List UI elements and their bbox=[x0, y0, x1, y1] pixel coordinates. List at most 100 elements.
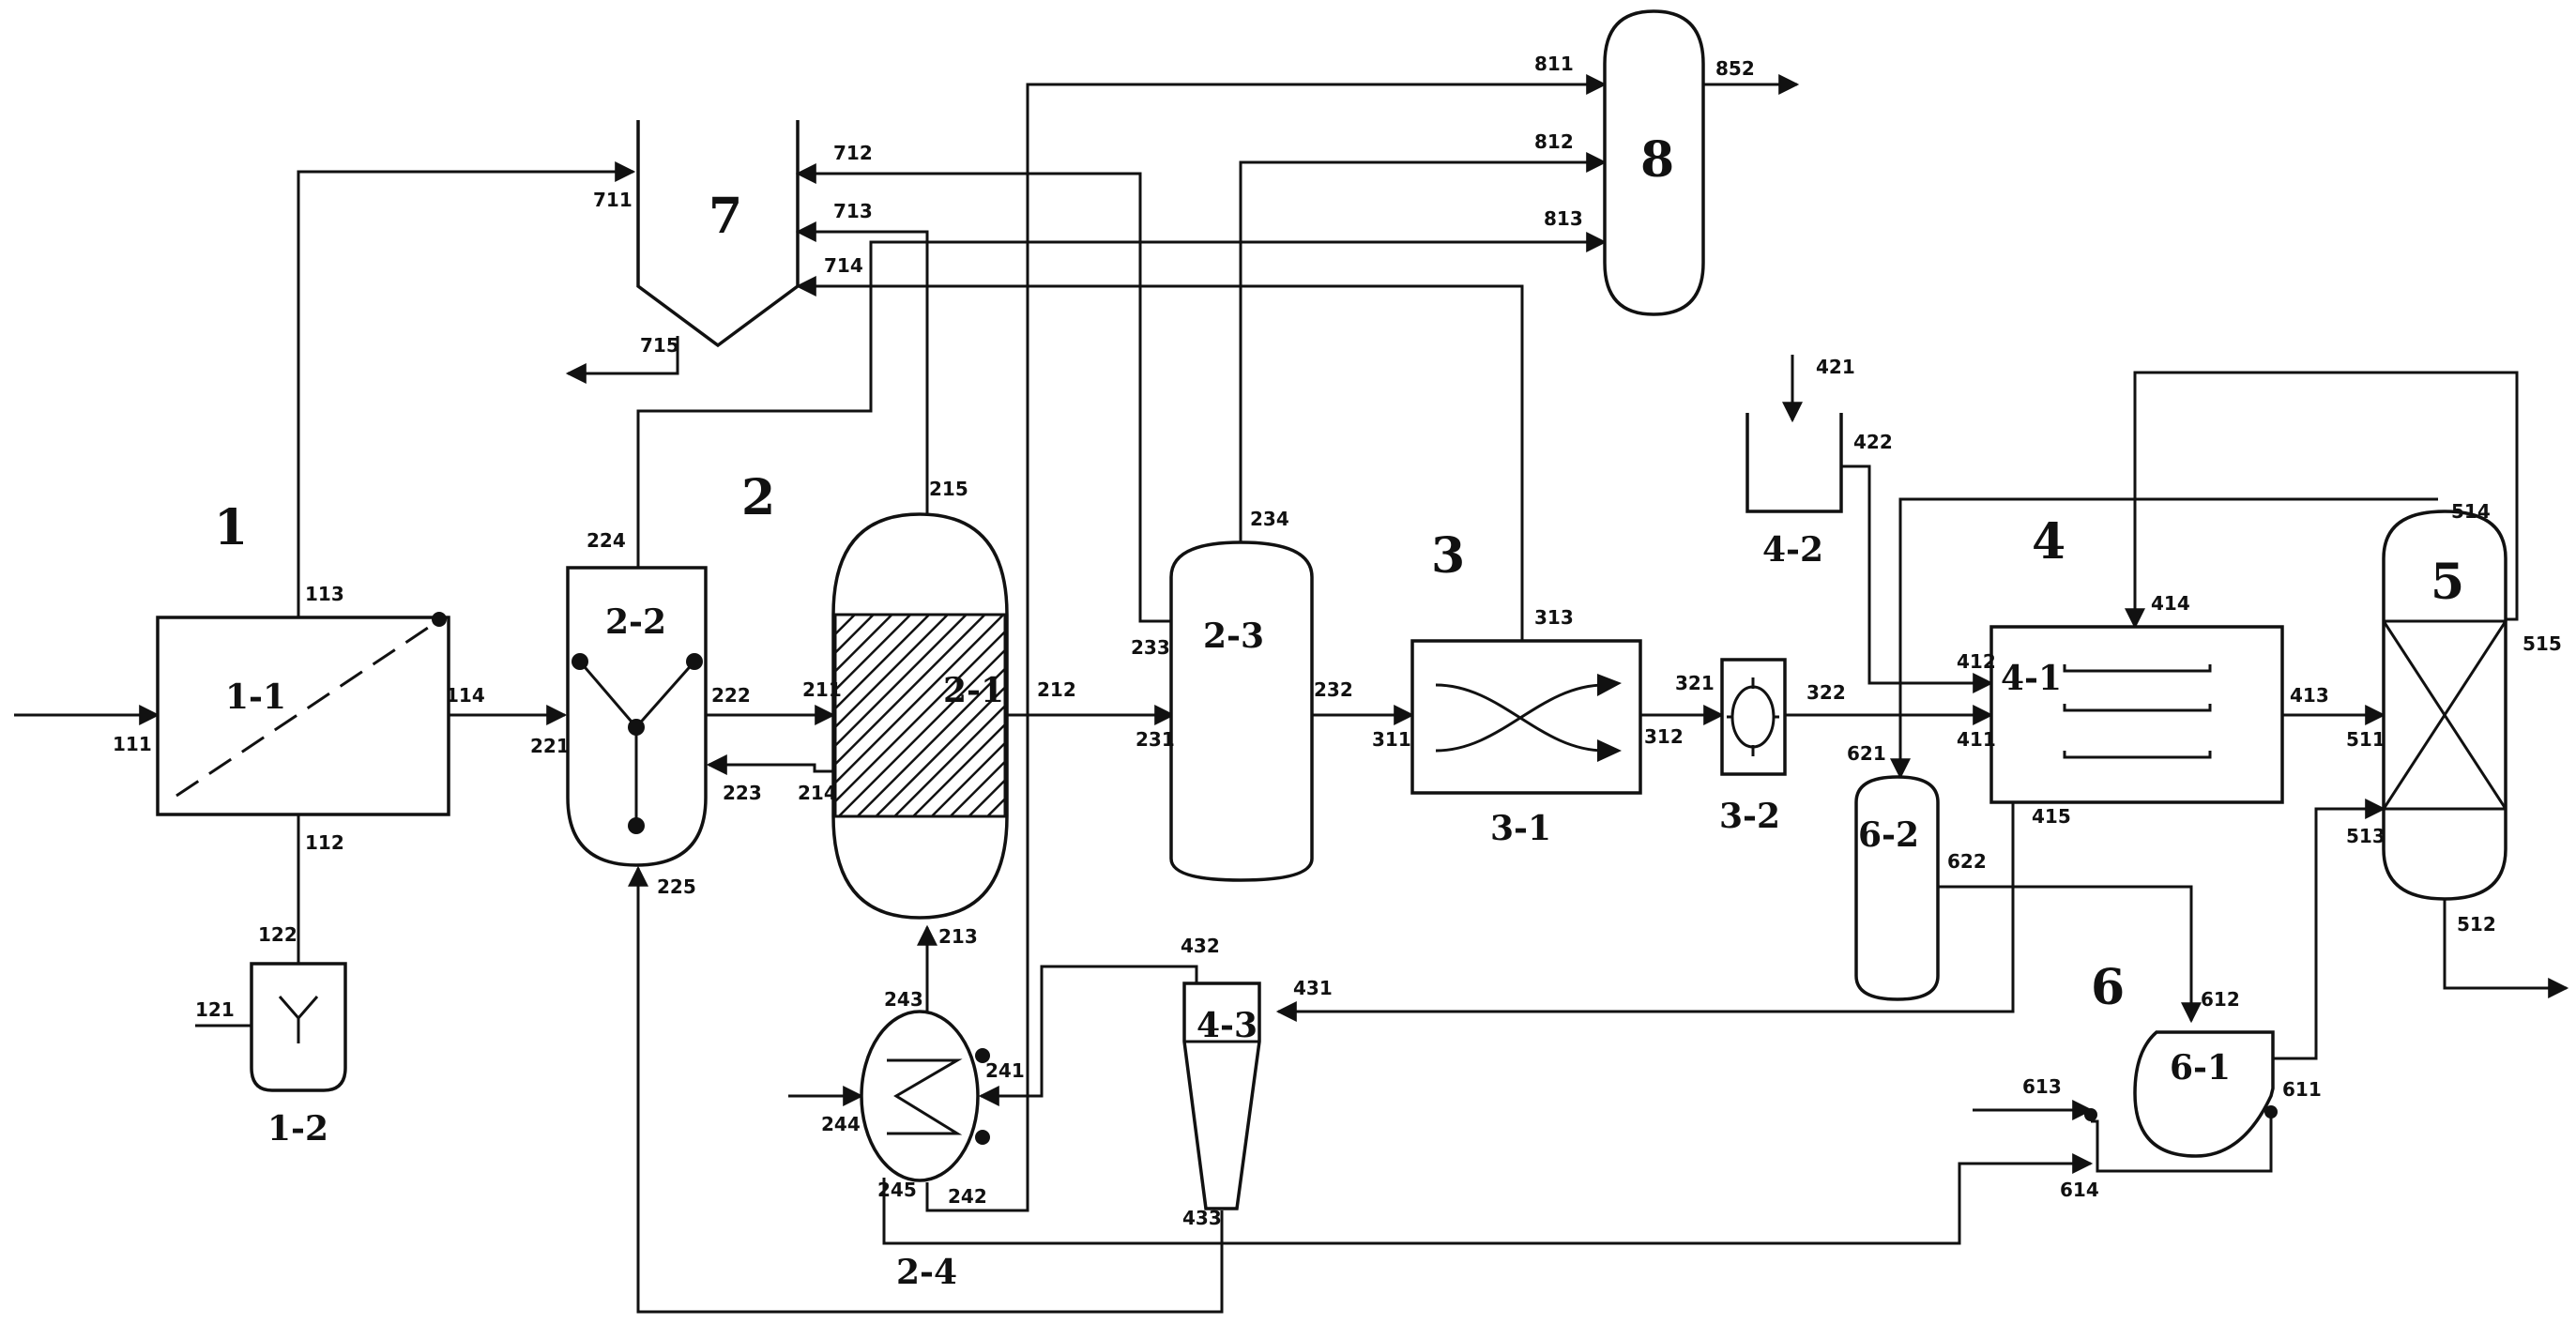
label-4-3: 4-3 bbox=[1197, 1006, 1258, 1045]
port-212: 212 bbox=[1037, 678, 1076, 701]
port-211: 211 bbox=[802, 678, 842, 701]
port-222: 222 bbox=[711, 684, 751, 707]
unit-1-1 bbox=[156, 612, 450, 816]
port-431: 431 bbox=[1293, 977, 1333, 999]
label-2-2: 2-2 bbox=[605, 602, 666, 642]
stream-113-711 bbox=[297, 161, 636, 617]
port-114: 114 bbox=[446, 684, 485, 707]
port-414: 414 bbox=[2151, 592, 2190, 615]
stream-422-412 bbox=[1841, 464, 1994, 693]
port-422: 422 bbox=[1853, 431, 1893, 453]
port-614: 614 bbox=[2060, 1179, 2099, 1201]
port-812: 812 bbox=[1534, 130, 1574, 153]
port-313: 313 bbox=[1534, 606, 1574, 629]
stream-715 bbox=[565, 336, 679, 384]
port-224: 224 bbox=[587, 529, 626, 552]
label-4-2: 4-2 bbox=[1762, 530, 1823, 570]
port-714: 714 bbox=[824, 254, 863, 277]
port-111: 111 bbox=[113, 733, 152, 755]
port-215: 215 bbox=[929, 478, 968, 500]
port-415: 415 bbox=[2032, 805, 2071, 828]
unit-4-1 bbox=[1989, 625, 2284, 804]
section-2: 2 bbox=[741, 469, 775, 526]
stream-242-811 bbox=[925, 74, 1608, 1212]
port-322: 322 bbox=[1806, 681, 1846, 704]
stream-515-414 bbox=[2125, 371, 2519, 630]
label-2-4: 2-4 bbox=[896, 1253, 957, 1292]
port-labels: 111 112 113 114 121 122 211 212 213 214 … bbox=[113, 53, 2562, 1229]
section-8: 8 bbox=[1640, 131, 1674, 189]
port-223: 223 bbox=[723, 782, 762, 804]
stream-233-712 bbox=[795, 163, 1171, 623]
unit-5 bbox=[2382, 510, 2507, 901]
port-121: 121 bbox=[195, 998, 235, 1021]
unit-2-2 bbox=[566, 566, 708, 867]
port-241: 241 bbox=[985, 1059, 1025, 1082]
port-221: 221 bbox=[530, 735, 570, 757]
port-715: 715 bbox=[640, 334, 679, 357]
port-231: 231 bbox=[1136, 728, 1175, 751]
label-2-3: 2-3 bbox=[1203, 616, 1264, 656]
port-112: 112 bbox=[305, 831, 344, 854]
label-6-2: 6-2 bbox=[1858, 815, 1919, 855]
port-712: 712 bbox=[833, 142, 873, 164]
section-1: 1 bbox=[214, 499, 248, 556]
stream-245-614 bbox=[882, 1153, 2094, 1245]
port-433: 433 bbox=[1182, 1207, 1222, 1229]
unit-2-4 bbox=[860, 1010, 990, 1182]
port-312: 312 bbox=[1644, 725, 1684, 748]
label-4-1: 4-1 bbox=[2001, 659, 2062, 698]
unit-2-3 bbox=[1169, 540, 1314, 882]
section-3: 3 bbox=[1431, 527, 1465, 585]
label-1-1: 1-1 bbox=[225, 677, 286, 717]
stream-415-431 bbox=[1275, 802, 2015, 1022]
port-513: 513 bbox=[2346, 825, 2385, 847]
port-243: 243 bbox=[884, 988, 923, 1011]
stream-313-714 bbox=[795, 276, 1524, 641]
unit-4-2 bbox=[1745, 413, 1843, 513]
port-242: 242 bbox=[948, 1185, 987, 1208]
stream-622-612 bbox=[1935, 885, 2202, 1024]
port-233: 233 bbox=[1131, 636, 1170, 659]
port-411: 411 bbox=[1957, 728, 1996, 751]
stream-512 bbox=[2443, 899, 2569, 998]
port-621: 621 bbox=[1847, 742, 1886, 765]
label-2-1: 2-1 bbox=[943, 671, 1004, 710]
stream-433-225 bbox=[628, 865, 1224, 1314]
stream-432-241 bbox=[978, 965, 1198, 1106]
section-6: 6 bbox=[2091, 959, 2125, 1016]
unit-labels: 1-1 1-2 2-1 2-2 2-3 2-4 3-1 3-2 4-1 4-2 … bbox=[225, 530, 2231, 1292]
port-122: 122 bbox=[258, 923, 297, 946]
port-412: 412 bbox=[1957, 650, 1996, 673]
label-1-2: 1-2 bbox=[267, 1109, 328, 1149]
port-225: 225 bbox=[657, 875, 696, 898]
port-321: 321 bbox=[1675, 672, 1715, 694]
port-413: 413 bbox=[2290, 684, 2329, 707]
section-labels: 1 2 3 4 5 6 7 8 bbox=[214, 131, 2464, 1016]
port-213: 213 bbox=[938, 925, 978, 948]
stream-614-loop bbox=[2091, 1112, 2273, 1173]
label-3-1: 3-1 bbox=[1490, 809, 1551, 848]
port-214: 214 bbox=[798, 782, 837, 804]
port-244: 244 bbox=[821, 1113, 861, 1135]
unit-4-3 bbox=[1182, 982, 1261, 1210]
label-6-1: 6-1 bbox=[2170, 1048, 2231, 1088]
port-514: 514 bbox=[2451, 500, 2491, 523]
port-113: 113 bbox=[305, 583, 344, 605]
port-511: 511 bbox=[2346, 728, 2385, 751]
port-711: 711 bbox=[593, 189, 633, 211]
port-311: 311 bbox=[1372, 728, 1411, 751]
port-813: 813 bbox=[1544, 207, 1583, 230]
port-611: 611 bbox=[2282, 1078, 2322, 1101]
port-515: 515 bbox=[2523, 632, 2562, 655]
port-421: 421 bbox=[1816, 356, 1855, 378]
stream-514-621 bbox=[1890, 497, 2438, 780]
unit-3-1 bbox=[1410, 639, 1642, 795]
stream-214-223 bbox=[706, 754, 833, 775]
section-5: 5 bbox=[2431, 554, 2464, 611]
unit-6-2 bbox=[1854, 775, 1940, 1001]
unit-1-2 bbox=[250, 962, 347, 1092]
unit-6-1 bbox=[2084, 1030, 2278, 1158]
stream-215-713 bbox=[795, 221, 929, 514]
